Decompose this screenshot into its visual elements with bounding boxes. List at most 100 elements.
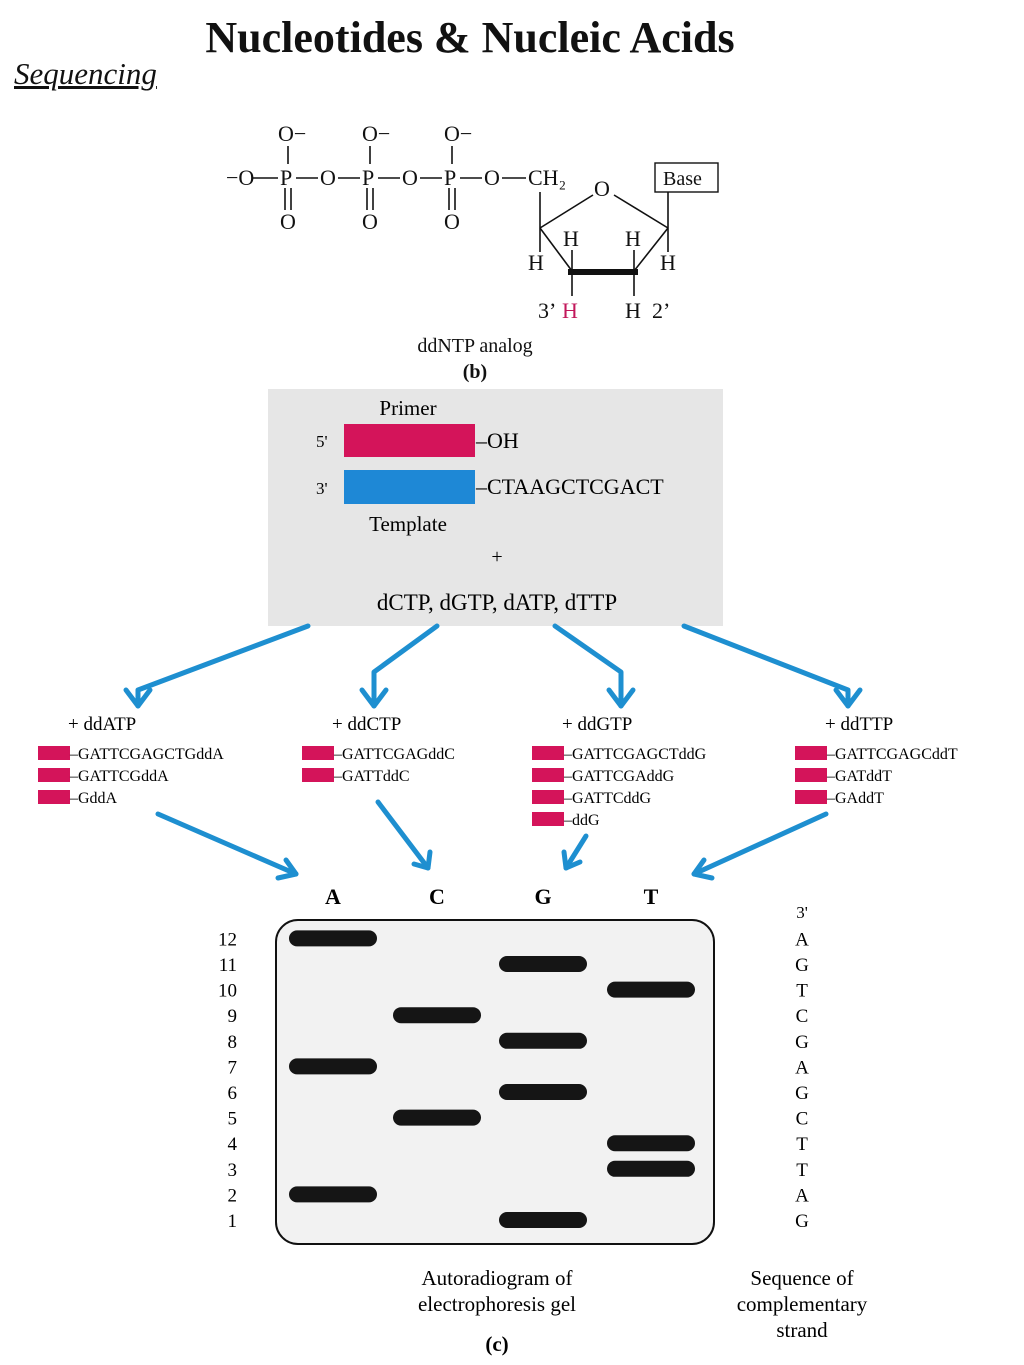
- lane-1: + ddATP –GATTCGAGCTGddA –GATTCGddA –GddA: [38, 714, 224, 807]
- phosphate-1-o: O: [280, 209, 296, 234]
- arrowhead-ddgtp: [606, 687, 636, 709]
- primer-oh: –OH: [475, 428, 519, 453]
- size-marker: 11: [219, 955, 237, 976]
- two-prime-label: 2’: [652, 298, 670, 323]
- gel-caption-line-1: Autoradiogram of: [421, 1266, 572, 1290]
- gel-frame: [275, 919, 715, 1245]
- bridge-oxygen-3: O: [484, 165, 500, 190]
- phosphate-3-o: O: [444, 209, 460, 234]
- sequence-base: A: [795, 1185, 809, 1206]
- sequence-base: G: [795, 1083, 809, 1104]
- sequence-caption-line-1: Sequence of: [750, 1266, 853, 1290]
- sequence-base: A: [795, 929, 809, 950]
- sequence-base: T: [796, 981, 808, 1002]
- gel-band: [499, 1032, 587, 1049]
- fragment-label: –GddA: [69, 790, 118, 807]
- ring-h-upper-left: H: [563, 226, 579, 251]
- phosphorus-1: P: [280, 165, 292, 190]
- phosphate-3-o-minus: O−: [444, 121, 472, 146]
- template-bar: [344, 470, 475, 504]
- arrowhead-ddctp: [359, 687, 389, 709]
- split-arrows: [123, 623, 863, 709]
- gel-band: [289, 930, 377, 947]
- sequence-caption-line-3: strand: [776, 1318, 828, 1342]
- template-three-prime: 3': [316, 479, 328, 498]
- gel-band: [499, 956, 587, 972]
- fragment-label: –GATTCGAGddC: [333, 746, 455, 763]
- gel-band: [607, 1160, 695, 1177]
- gel-band: [607, 1135, 695, 1152]
- fragment-primer-bar: [795, 768, 827, 782]
- gel-lane-label-t: T: [644, 884, 659, 909]
- sequence-caption-line-2: complementary: [737, 1292, 868, 1316]
- arrowhead-ddttp: [833, 687, 863, 709]
- sequence-base: G: [795, 1032, 809, 1053]
- sequence-base: G: [795, 955, 809, 976]
- fragment-primer-bar: [38, 768, 70, 782]
- sequence-three-prime: 3': [796, 903, 808, 922]
- arrow-t-to-gel: [691, 811, 829, 877]
- gel-captions: Autoradiogram of electrophoresis gel Seq…: [418, 1266, 868, 1356]
- sequence-base: C: [796, 1006, 809, 1027]
- gel-lane-label-a: A: [325, 884, 341, 909]
- fragment-primer-bar: [532, 790, 564, 804]
- lane-3: + ddGTP–GATTCGAGCTddG–GATTCGAddG–GATTCdd…: [532, 714, 707, 829]
- size-marker: 5: [228, 1109, 238, 1130]
- primer-label: Primer: [379, 396, 436, 420]
- lane-label: + ddCTP: [332, 714, 401, 735]
- size-marker: 8: [228, 1032, 238, 1053]
- fragment-label: –GATTCGAGCddT: [826, 746, 958, 763]
- gel-band: [393, 1007, 481, 1024]
- fragment-label: –GATTCGAGCTGddA: [69, 746, 224, 763]
- arrow-a-to-gel: [155, 811, 299, 877]
- lane-2: + ddCTP –GATTCGAGddC –GATTddC: [302, 714, 455, 785]
- sequence-base: T: [796, 1160, 808, 1181]
- size-marker: 2: [228, 1185, 238, 1206]
- chemical-bonds: [252, 146, 669, 296]
- size-marker: 6: [228, 1083, 238, 1104]
- fragment-primer-bar: [302, 746, 334, 760]
- plus-sign: +: [491, 546, 502, 568]
- ring-h-upper-right: H: [625, 226, 641, 251]
- size-marker: 9: [228, 1006, 238, 1027]
- fragment-label: –GATTddC: [333, 768, 410, 785]
- arrowhead-a: [275, 857, 299, 881]
- sequence-base: T: [796, 1134, 808, 1155]
- arrow-to-ddctp: [371, 623, 440, 709]
- fragment-label: –GATTCGddA: [69, 768, 169, 785]
- fragment-primer-bar: [38, 746, 70, 760]
- arrow-c-to-gel: [375, 799, 431, 871]
- reaction-box: Primer 5' –OH 3' –CTAAGCTCGACT Template …: [268, 389, 723, 626]
- gel-band: [393, 1109, 481, 1126]
- lane-label: + ddATP: [68, 714, 136, 735]
- arrow-to-ddttp: [681, 623, 851, 709]
- phosphorus-2: P: [362, 165, 374, 190]
- size-marker: 3: [228, 1160, 238, 1181]
- size-marker: 1: [228, 1211, 238, 1232]
- arrow-g-to-gel: [563, 833, 589, 871]
- arrow-to-ddatp: [135, 623, 311, 709]
- bridge-oxygen-1: O: [320, 165, 336, 190]
- ring-h-c4: H: [528, 250, 544, 275]
- sequence-base: C: [796, 1109, 809, 1130]
- size-marker: 4: [228, 1134, 238, 1155]
- reaction-box-background: [268, 389, 723, 626]
- phosphate-2-o: O: [362, 209, 378, 234]
- arrowhead-ddatp: [123, 687, 153, 709]
- arrowhead-c: [411, 849, 433, 871]
- gel-arrows: [155, 799, 829, 881]
- panel-c-label: (c): [485, 1332, 508, 1356]
- fragment-primer-bar: [532, 746, 564, 760]
- base-box: [654, 162, 719, 193]
- fragment-primer-bar: [38, 790, 70, 804]
- fragment-label: –GATddT: [826, 768, 892, 785]
- ddntp-structure: O− O− O− −O P O P O P O CH₂ O O O: [226, 121, 719, 383]
- template-sequence: –CTAAGCTCGACT: [475, 474, 664, 499]
- gel-band: [607, 981, 695, 998]
- sequence-base: G: [795, 1211, 809, 1232]
- section-subtitle: Sequencing: [14, 56, 157, 91]
- sequence-base: A: [795, 1057, 809, 1078]
- three-prime-label: 3’: [538, 298, 556, 323]
- bridge-oxygen-2: O: [402, 165, 418, 190]
